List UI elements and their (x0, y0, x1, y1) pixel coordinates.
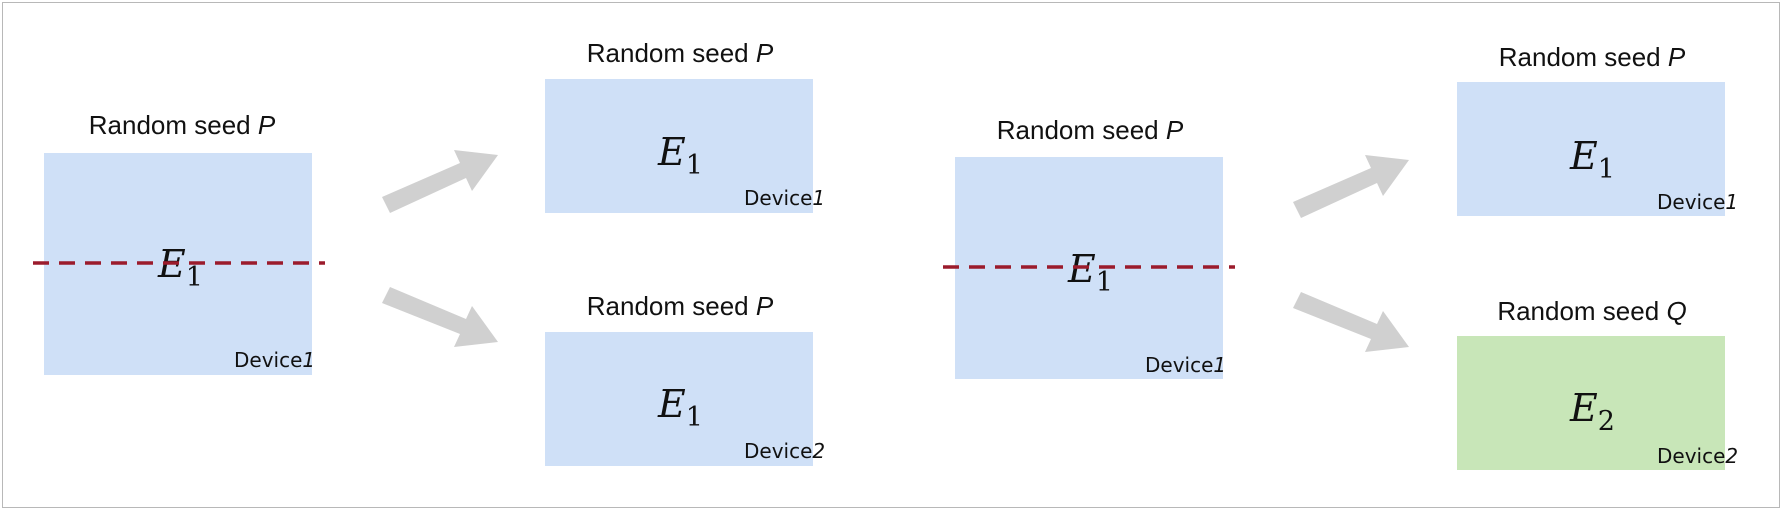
embedding-box-top-2 (1457, 82, 1725, 216)
seed-label-source-2: Random seed P (996, 115, 1184, 145)
embedding-symbol-source-2: E1 (1068, 247, 1113, 298)
seed-label-bottom-1: Random seed P (586, 291, 774, 321)
embedding-box-bottom-1 (545, 332, 813, 466)
arrow-down-1 (382, 287, 498, 347)
arrow-up-1 (382, 150, 498, 213)
arrow-up-2 (1293, 155, 1409, 218)
device-label-bottom-2: Device2 (1657, 444, 1739, 468)
embedding-symbol-top-2: E1 (1570, 134, 1615, 185)
embedding-symbol-bottom-2: E2 (1570, 386, 1615, 437)
arrow-down-2 (1293, 292, 1409, 352)
seed-label-source-1: Random seed P (88, 110, 276, 140)
seed-label-top-1: Random seed P (586, 38, 774, 68)
device-label-source-1: Device1 (234, 348, 316, 372)
embedding-symbol-bottom-1: E1 (658, 382, 703, 433)
device-label-bottom-1: Device2 (744, 439, 826, 463)
seed-label-top-2: Random seed P (1498, 42, 1686, 72)
seed-label-bottom-2: Random seed Q (1497, 296, 1687, 326)
embedding-box-top-1 (545, 79, 813, 213)
embedding-box-bottom-2 (1457, 336, 1725, 470)
device-label-top-2: Device1 (1657, 190, 1739, 214)
device-label-source-2: Device1 (1145, 353, 1227, 377)
embedding-symbol-top-1: E1 (658, 130, 703, 181)
device-label-top-1: Device1 (744, 186, 826, 210)
